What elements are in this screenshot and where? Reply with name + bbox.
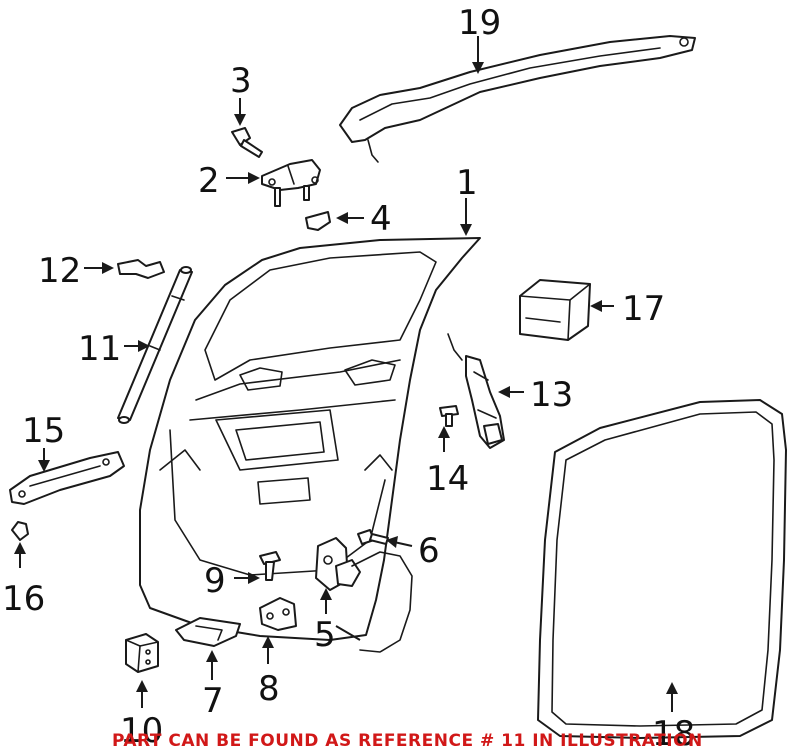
callout-8: 8 (258, 669, 280, 709)
callout-18: 18 (652, 714, 695, 754)
callout-17: 17 (622, 289, 665, 329)
callout-12: 12 (38, 251, 81, 291)
callout-10: 10 (120, 711, 163, 751)
callout-2: 2 (198, 161, 220, 201)
part-13-actuator (447, 333, 505, 449)
callout-7: 7 (202, 681, 224, 721)
callout-11: 11 (78, 329, 121, 369)
leaders (14, 36, 678, 712)
part-10-switch (125, 633, 159, 673)
callout-13: 13 (530, 375, 573, 415)
part-16-grommet (11, 521, 29, 541)
part-7-bracket (175, 617, 241, 647)
callout-3: 3 (230, 61, 252, 101)
callout-1: 1 (456, 163, 478, 203)
part-6-bolt (357, 529, 389, 545)
reference-notice: PART CAN BE FOUND AS REFERENCE # 11 IN I… (112, 731, 703, 751)
part-1-liftgate (139, 237, 481, 641)
part-3-bolt (231, 127, 263, 158)
part-14-push-pin (439, 405, 459, 427)
part-5-latch (315, 537, 413, 653)
part-17-module (519, 279, 591, 341)
callout-4: 4 (370, 199, 392, 239)
callout-14: 14 (426, 459, 469, 499)
callout-6: 6 (418, 531, 440, 571)
part-8-striker (259, 597, 297, 631)
callout-9: 9 (204, 561, 226, 601)
part-15-handle (9, 451, 125, 505)
part-18-weatherstrip (537, 399, 787, 739)
callout-19: 19 (458, 3, 501, 43)
callout-5: 5 (314, 615, 336, 655)
callouts: 19 1 2 3 4 12 11 17 13 15 14 16 6 9 5 7 … (2, 3, 695, 754)
part-19-upper-trim (339, 35, 696, 163)
part-12-ball-stud (117, 259, 165, 279)
part-4-clip (305, 211, 331, 231)
callout-15: 15 (22, 411, 65, 451)
part-11-lift-strut (117, 266, 193, 424)
callout-16: 16 (2, 579, 45, 619)
part-2-hinge (261, 159, 321, 207)
part-9-stud (259, 551, 281, 581)
